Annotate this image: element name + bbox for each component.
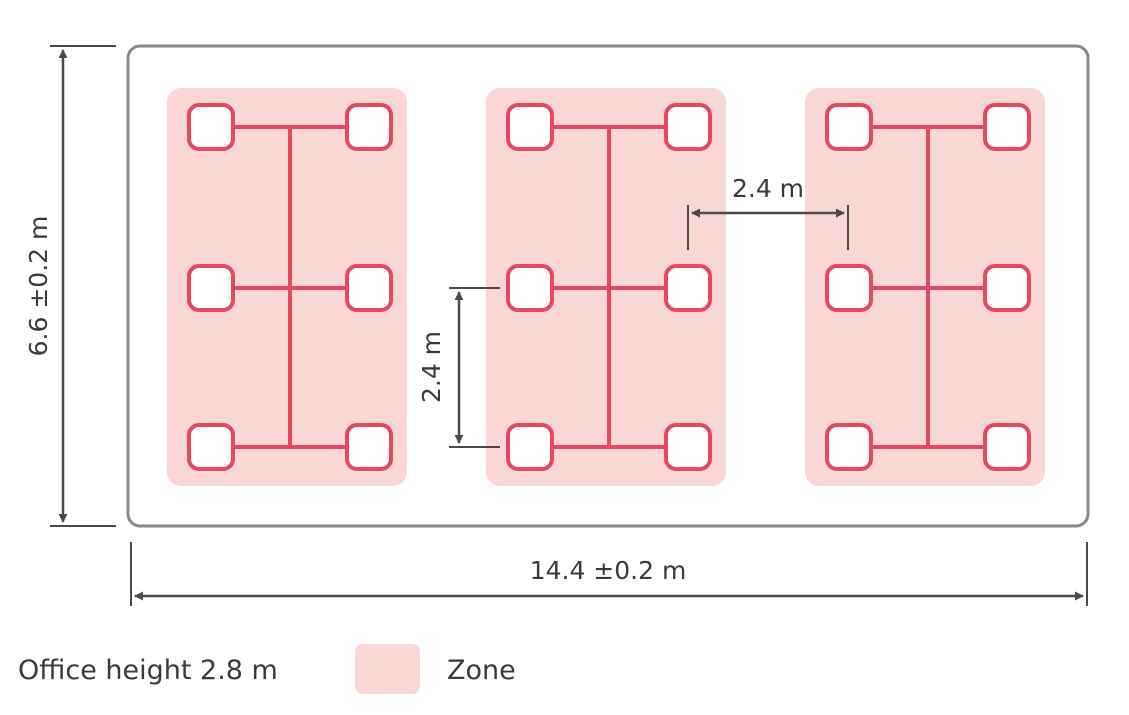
depth-dimension: 6.6 ±0.2 m [24, 45, 116, 527]
depth-label: 6.6 ±0.2 m [24, 216, 53, 357]
width-dimension: 14.4 ±0.2 m [130, 542, 1088, 606]
desk [506, 264, 554, 312]
zone-gap-label: 2.4 m [732, 174, 804, 203]
row-gap-label: 2.4 m [417, 331, 446, 403]
legend: Office height 2.8 m Zone [18, 644, 516, 694]
desk [983, 103, 1031, 151]
office-height-label: Office height 2.8 m [18, 655, 278, 686]
desk [664, 423, 712, 471]
desk-row-gap-dimension: 2.4 m [417, 287, 500, 448]
legend-zone-swatch [355, 644, 420, 694]
room-outline [126, 44, 1090, 528]
desk [345, 103, 393, 151]
zone [167, 88, 407, 486]
desk [825, 423, 873, 471]
desk [825, 264, 873, 312]
zone-gap-dimension: 2.4 m [687, 174, 849, 250]
zone [486, 88, 726, 486]
desk [187, 423, 235, 471]
desk [825, 103, 873, 151]
zones-group [167, 88, 1045, 486]
desk [187, 103, 235, 151]
desk [345, 423, 393, 471]
desk [345, 264, 393, 312]
desk [506, 103, 554, 151]
desk [664, 264, 712, 312]
desk [187, 264, 235, 312]
desk [983, 264, 1031, 312]
desk [506, 423, 554, 471]
zone [805, 88, 1045, 486]
legend-zone-label: Zone [447, 655, 516, 686]
width-label: 14.4 ±0.2 m [530, 556, 687, 585]
desk [983, 423, 1031, 471]
desk [664, 103, 712, 151]
